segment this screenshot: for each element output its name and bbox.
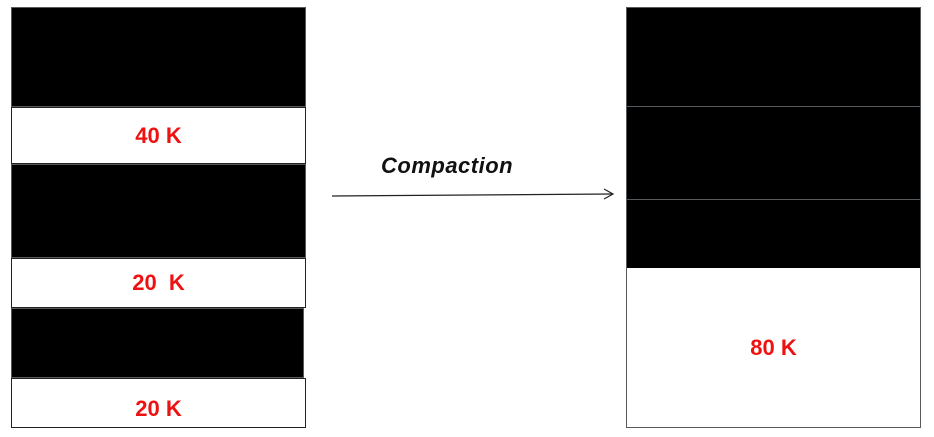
allocated-block [11, 164, 306, 258]
free-block-size: 80 K [750, 335, 797, 360]
allocated-block [11, 308, 304, 378]
free-block: 40 K [11, 107, 306, 164]
compaction-label: Compaction [381, 153, 514, 178]
free-block: 80 K [626, 268, 921, 428]
free-block-size: 20 K [132, 270, 185, 295]
free-block-size: 40 K [135, 122, 182, 148]
free-block: 20 K [11, 258, 306, 308]
allocated-block [626, 7, 921, 107]
free-block-size: 20 K [135, 396, 182, 421]
allocated-block [626, 106, 921, 200]
allocated-block [626, 199, 921, 269]
free-block: 20 K [11, 378, 306, 428]
arrow-right-icon [331, 188, 615, 200]
allocated-block [11, 7, 306, 107]
